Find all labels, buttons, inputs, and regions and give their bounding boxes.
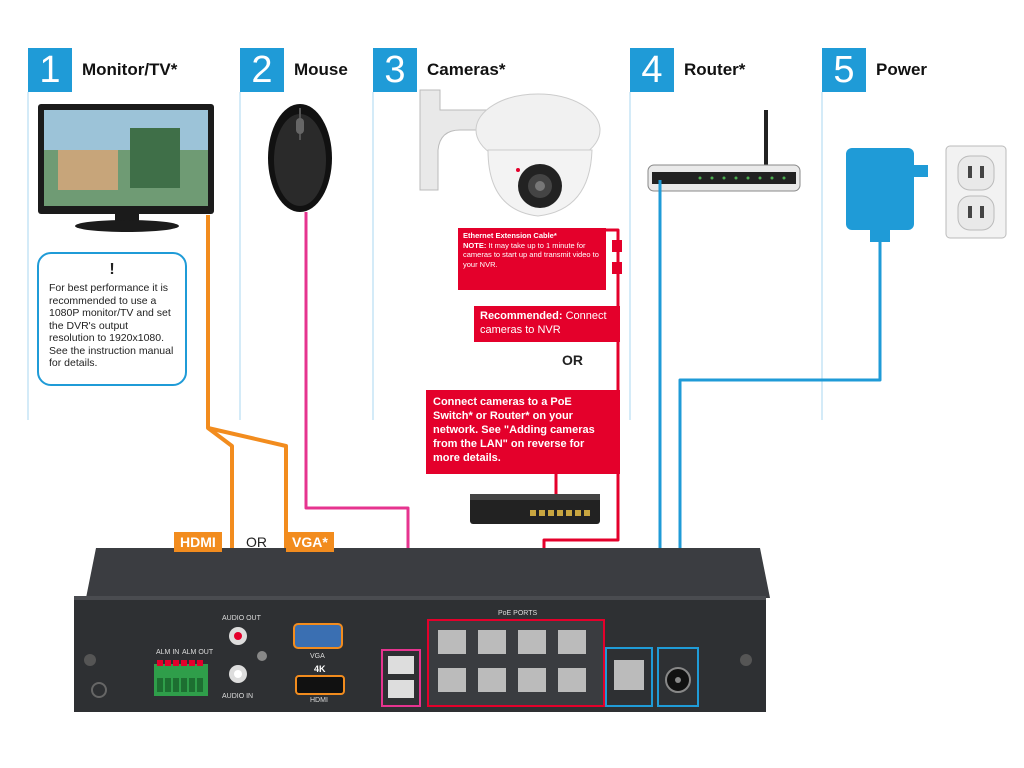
step-title: Router*	[684, 60, 746, 79]
video-or-label: OR	[246, 534, 267, 550]
vga-port-label: VGA	[310, 653, 325, 660]
note-text: It may take up to 1 minute for cameras t…	[463, 240, 599, 269]
power-adapter-icon	[846, 148, 928, 242]
vga-label: VGA*	[286, 532, 334, 552]
step-number: 3	[373, 48, 417, 92]
nvr-device	[74, 548, 770, 712]
audio-in-label: AUDIO IN	[222, 693, 253, 700]
monitor-note: ! For best performance it is recommended…	[37, 252, 187, 386]
power-cable	[678, 242, 882, 648]
step-number: 2	[240, 48, 284, 92]
step-power: 5 Power	[822, 48, 927, 92]
audio-out-label: AUDIO OUT	[222, 615, 262, 622]
monitor-icon	[38, 104, 214, 232]
router-icon	[647, 110, 801, 192]
hdmi-port-label: HDMI	[310, 697, 328, 704]
mouse-icon	[268, 104, 332, 212]
alm-out-label: ALM OUT	[182, 649, 214, 656]
camera-cable-note: Ethernet Extension Cable* NOTE: It may t…	[458, 228, 606, 290]
monitor-note-text: For best performance it is recommended t…	[49, 282, 174, 369]
step-cameras: 3 Cameras*	[373, 48, 505, 92]
poe-ports-label: PoE PORTS	[498, 610, 537, 617]
step-number: 1	[28, 48, 72, 92]
alm-in-label: ALM IN	[156, 649, 179, 656]
note-label: NOTE:	[463, 240, 487, 250]
step-monitor: 1 Monitor/TV*	[28, 48, 177, 92]
step-number: 5	[822, 48, 866, 92]
poe-switch-note-text: Connect cameras to a PoE Switch* or Rout…	[433, 396, 595, 464]
step-title: Cameras*	[427, 60, 506, 79]
step-router: 4 Router*	[630, 48, 745, 92]
cable-title: Ethernet Extension Cable*	[463, 231, 557, 240]
wall-outlet-icon	[945, 145, 1007, 239]
step-mouse: 2 Mouse	[240, 48, 348, 92]
step-title: Monitor/TV*	[82, 60, 178, 79]
step-title: Mouse	[294, 60, 348, 79]
poe-switch-icon	[470, 494, 600, 524]
poe-switch-note: Connect cameras to a PoE Switch* or Rout…	[426, 390, 620, 474]
step-title: Power	[876, 60, 928, 79]
step-number: 4	[630, 48, 674, 92]
recommended-text: Connect cameras to NVR	[480, 310, 607, 336]
recommended-label: Recommended:	[480, 310, 563, 322]
4k-label: 4K	[314, 664, 326, 674]
recommended-note: Recommended: Connect cameras to NVR	[474, 306, 620, 342]
cable-note: NOTE: It may take up to 1 minute for cam…	[463, 241, 601, 270]
camera-or-label: OR	[562, 352, 583, 368]
camera-icon	[419, 89, 601, 217]
exclamation-icon: !	[109, 261, 115, 278]
hdmi-label: HDMI	[174, 532, 222, 552]
